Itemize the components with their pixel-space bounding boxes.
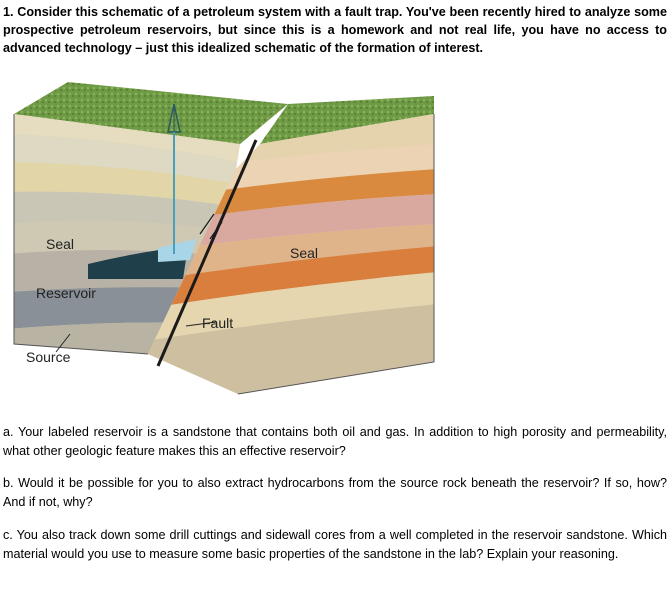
label-fault: Fault bbox=[202, 315, 233, 331]
reservoir-gas bbox=[158, 239, 196, 262]
question-part-c: c. You also track down some drill cuttin… bbox=[3, 528, 667, 561]
fault-line bbox=[156, 139, 258, 367]
label-source: Source bbox=[26, 349, 71, 365]
schematic-svg: Seal Reservoir Source Seal Fault bbox=[13, 82, 435, 395]
question-part-b: b. Would it be possible for you to also … bbox=[3, 476, 667, 509]
label-seal-right: Seal bbox=[290, 245, 318, 261]
question-part-a: a. Your labeled reservoir is a sandstone… bbox=[3, 425, 667, 458]
label-reservoir: Reservoir bbox=[36, 285, 96, 301]
question-prompt: 1. Consider this schematic of a petroleu… bbox=[3, 5, 667, 55]
left-surface bbox=[14, 82, 288, 144]
fault-trap-schematic: Seal Reservoir Source Seal Fault bbox=[8, 74, 440, 402]
label-seal-left: Seal bbox=[46, 236, 74, 252]
right-surface bbox=[260, 96, 434, 144]
